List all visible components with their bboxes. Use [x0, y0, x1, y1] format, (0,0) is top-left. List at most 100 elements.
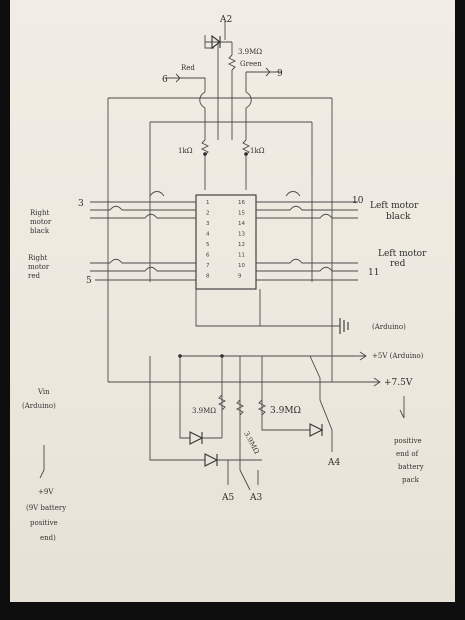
- wire-lmr1: [256, 258, 358, 264]
- ic-pin-label: 4: [206, 232, 210, 238]
- ic-pin-label: 16: [238, 200, 245, 206]
- label-a3: A3: [249, 493, 262, 503]
- red-arrow-wire: [165, 73, 181, 83]
- transistor-left-wire: [199, 91, 206, 140]
- ic-pin-label: 12: [238, 242, 245, 248]
- label-9v-4: end): [40, 534, 56, 542]
- ic-pin-label: 5: [206, 242, 210, 248]
- label-left-motor-red-1: Left motor: [378, 249, 427, 259]
- label-r1k-right: 1kΩ: [250, 147, 265, 155]
- top-diode: [211, 34, 221, 50]
- bottom-col-4: [239, 356, 251, 491]
- res-mid-right-zigzag: [257, 399, 267, 416]
- ic-body: [195, 194, 257, 290]
- transistor-right-wire: [245, 91, 252, 140]
- center-vertical-wire: [217, 52, 233, 140]
- label-a4: A4: [327, 458, 340, 468]
- diode-right: [309, 423, 324, 437]
- junction-dot: [203, 152, 207, 156]
- wire-5v: [180, 351, 367, 361]
- label-right-motor-red-1: Right: [28, 254, 47, 262]
- label-res-mid-center: 3.9MΩ: [242, 430, 260, 455]
- label-res-mid-left: 3.9MΩ: [192, 407, 216, 415]
- label-right-motor-black-1: Right: [30, 209, 49, 217]
- top-node-wire: [205, 41, 233, 55]
- label-left-motor-black-2: black: [386, 212, 411, 222]
- ic-pin-label: 15: [238, 211, 245, 217]
- ic-pin-label: 9: [238, 274, 242, 280]
- r1k-right-zigzag: [241, 139, 251, 190]
- bottom-left-column: [149, 356, 205, 461]
- label-pack-3: battery: [398, 463, 424, 471]
- wire-lmb2: [256, 213, 358, 219]
- label-a2: A2: [219, 15, 232, 25]
- top-bracket-wire: [204, 35, 214, 49]
- label-pack-1: positive: [394, 437, 422, 445]
- res-top-zigzag: [227, 54, 237, 71]
- hop-top-right: [285, 191, 301, 197]
- bottom-col-5: [261, 356, 310, 431]
- label-pin5: 5: [86, 276, 92, 286]
- label-pin10: 10: [352, 196, 364, 206]
- schematic-labels: A2 3.9MΩ Red Green 6 9 1kΩ 1kΩ 3 10 Left…: [22, 15, 427, 542]
- label-pack-2: end of: [396, 450, 420, 458]
- res-mid-center-zigzag: [235, 399, 245, 416]
- wire-lmb1: [256, 205, 358, 211]
- label-pin3: 3: [78, 199, 84, 209]
- wire-rmr2: [90, 266, 196, 272]
- label-right-motor-black-2: motor: [30, 218, 52, 226]
- ic-pin-label: 8: [206, 274, 210, 280]
- res-mid-left-zigzag: [217, 394, 227, 411]
- top-sensor-group: [165, 22, 282, 140]
- label-75v: +7.5V: [384, 378, 413, 388]
- label-pack-4: pack: [402, 476, 420, 484]
- label-9v-3: positive: [30, 519, 58, 527]
- arrow-vin: [39, 445, 45, 479]
- arrow-battery-pack: [399, 396, 405, 419]
- label-vin-1: Vin: [37, 388, 50, 396]
- wire-rmb1: [90, 205, 196, 211]
- chip-bottom-wire: [195, 289, 340, 327]
- bottom-col-2: [179, 356, 190, 439]
- ic-pin-label: 13: [238, 232, 245, 238]
- label-pin6: 6: [162, 75, 168, 85]
- wire-75v: [108, 377, 381, 387]
- wire-lmr2: [256, 266, 358, 272]
- ic-pin-label: 14: [238, 221, 245, 227]
- label-right-motor-black-3: black: [30, 227, 50, 235]
- red-lead-wire: [180, 77, 206, 92]
- motor-wires-bottom: [90, 258, 358, 281]
- label-r1k-left: 1kΩ: [178, 147, 193, 155]
- r1k-left-zigzag: [200, 139, 210, 190]
- label-res-mid-right: 3.9MΩ: [270, 406, 301, 416]
- label-red: Red: [181, 64, 195, 72]
- label-right-motor-red-2: motor: [28, 263, 50, 271]
- label-left-motor-red-2: red: [390, 259, 406, 269]
- motor-wires-top: [90, 191, 358, 219]
- green-lead-wire: [245, 71, 270, 92]
- label-9v-2: (9V battery: [26, 504, 66, 512]
- wire-rmr1: [90, 258, 196, 264]
- label-green: Green: [240, 60, 262, 68]
- label-left-motor-black-1: Left motor: [370, 201, 419, 211]
- label-vin-2: (Arduino): [22, 402, 56, 410]
- junction-dot: [244, 152, 248, 156]
- ic-pin-label: 11: [238, 253, 245, 259]
- label-a5: A5: [221, 493, 234, 503]
- ic-pin-label: 3: [206, 221, 210, 227]
- label-pin11: 11: [368, 268, 379, 278]
- label-res-top: 3.9MΩ: [238, 48, 262, 56]
- hop-top-left: [149, 191, 165, 197]
- green-arrow-wire: [265, 67, 282, 77]
- ground-symbol: [339, 318, 349, 334]
- label-pin9: 9: [277, 69, 283, 79]
- diode-left: [189, 431, 204, 445]
- wire-rmb2: [90, 213, 196, 219]
- bottom-col-right: [309, 355, 333, 452]
- ic-pin-label: 2: [206, 211, 210, 217]
- ic-pin-label: 6: [206, 253, 210, 259]
